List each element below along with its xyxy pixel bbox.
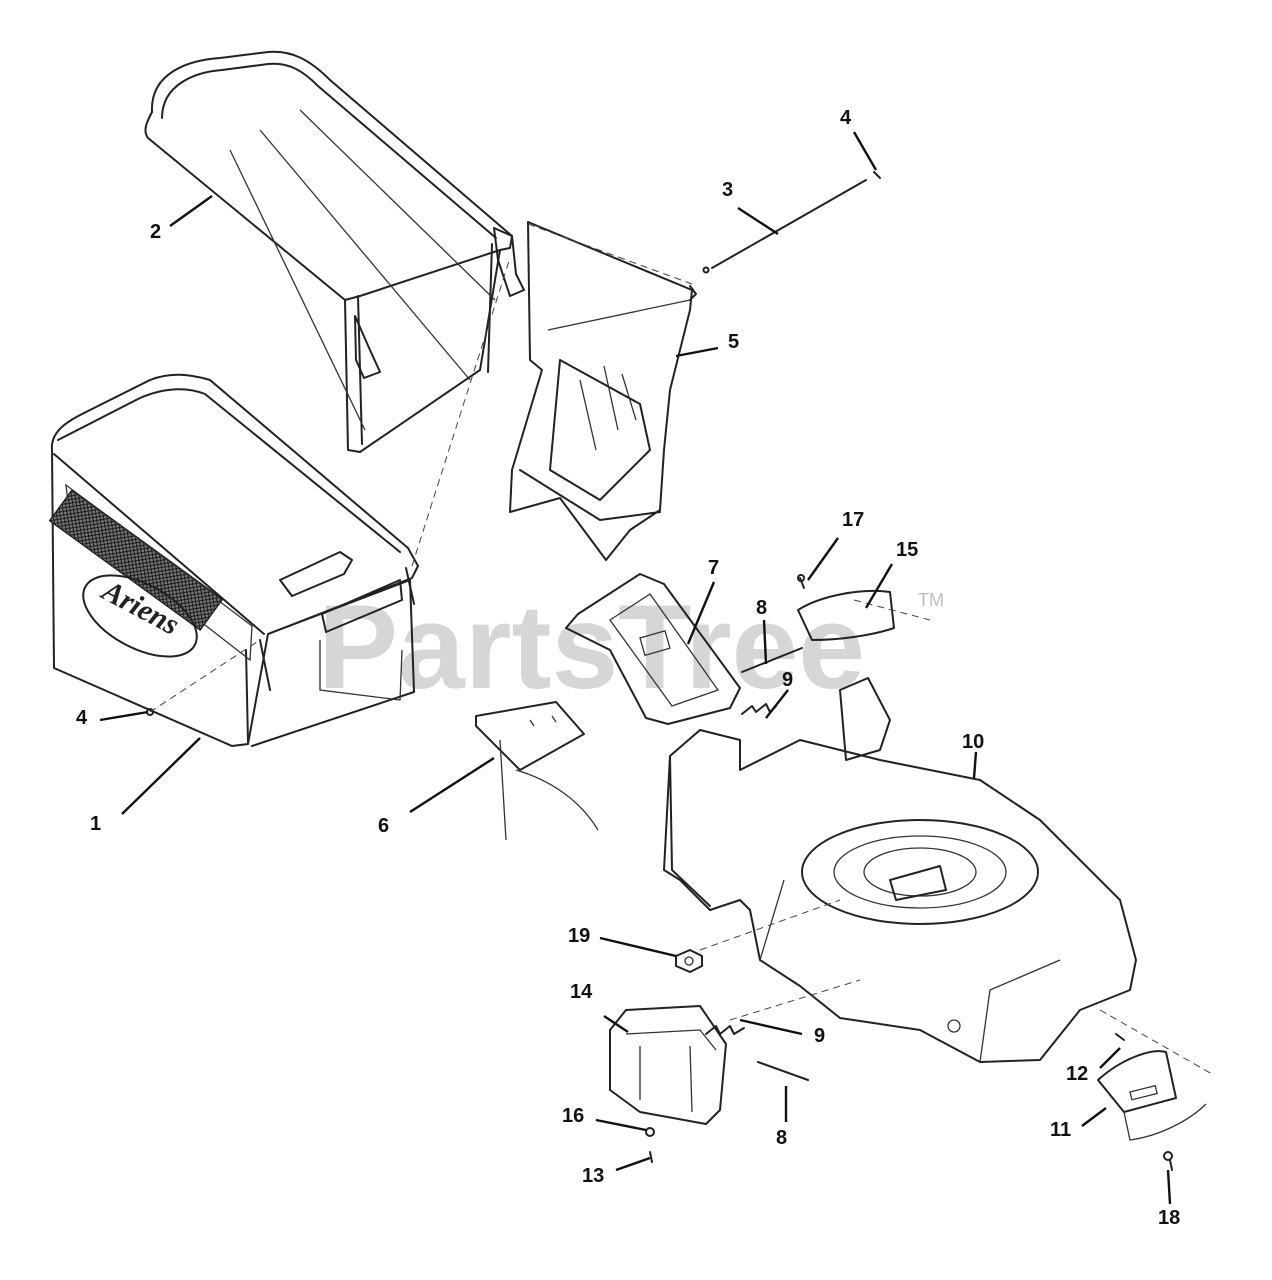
callout-4: 4 <box>840 107 852 129</box>
part-13-pin <box>649 1151 653 1163</box>
part-5-discharge-chute <box>509 221 697 561</box>
callout-13: 13 <box>582 1165 604 1187</box>
part-11-mulch-plug <box>1097 1050 1207 1141</box>
callout-15: 15 <box>896 539 918 561</box>
callout-16: 16 <box>562 1105 584 1127</box>
callout-12: 12 <box>1066 1063 1088 1085</box>
part-8-rod-bottom <box>757 1061 809 1081</box>
callout-9: 9 <box>814 1025 825 1047</box>
part-10-mower-deck <box>663 677 1137 1063</box>
callout-11: 11 <box>1050 1119 1071 1141</box>
part-15-plate <box>797 589 895 641</box>
callout-4: 4 <box>76 707 88 729</box>
callout-1: 1 <box>90 813 101 835</box>
callout-17: 17 <box>842 509 864 531</box>
callout-8: 8 <box>776 1127 787 1149</box>
watermark-trademark: TM <box>918 590 944 610</box>
part-2-bag-frame <box>144 50 525 453</box>
callout-leaders <box>99 131 1172 1205</box>
assembly-guide-lines <box>149 223 1213 1075</box>
part-6-deflector <box>475 701 599 841</box>
callout-2: 2 <box>150 221 161 243</box>
part-3-rod <box>702 179 867 274</box>
watermark: PartsTree TM <box>318 580 944 714</box>
callout-labels: 1 2 3 4 4 5 6 7 8 8 9 9 10 11 12 13 14 1… <box>76 107 1180 1229</box>
callout-3: 3 <box>722 179 733 201</box>
part-16-clip <box>645 1127 655 1137</box>
part-12-screw <box>1115 1033 1125 1041</box>
part-19-nut <box>675 949 703 973</box>
part-18-bolt <box>1163 1151 1173 1171</box>
part-7-rear-door <box>565 573 741 725</box>
part-14-side-door <box>609 1005 727 1125</box>
part-8-rod-top <box>741 647 803 673</box>
callout-9: 9 <box>782 669 793 691</box>
callout-14: 14 <box>570 981 593 1003</box>
callout-19: 19 <box>568 925 590 947</box>
part-9-spring-bottom <box>705 1025 745 1035</box>
callout-8: 8 <box>756 597 767 619</box>
callout-18: 18 <box>1158 1207 1180 1229</box>
watermark-text: PartsTree <box>318 580 865 714</box>
callout-10: 10 <box>962 731 984 753</box>
part-17-screw <box>797 574 805 589</box>
callout-6: 6 <box>378 815 389 837</box>
callout-5: 5 <box>728 331 739 353</box>
part-4-pin-top <box>873 171 881 179</box>
callout-7: 7 <box>708 557 719 579</box>
